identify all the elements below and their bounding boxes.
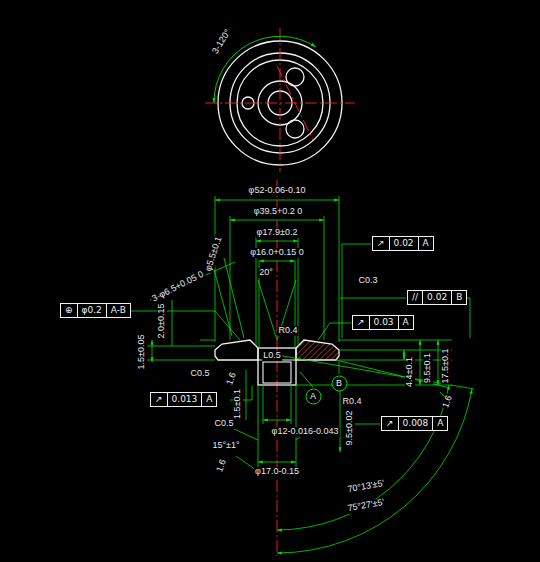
frame-cell: ↗ bbox=[151, 393, 167, 406]
dimension-text: R0.4 bbox=[341, 397, 362, 407]
dimension-text: 3-120° bbox=[210, 27, 234, 57]
frame-cell: 0.03 bbox=[369, 316, 398, 329]
frame-cell: ⊕ bbox=[61, 304, 77, 317]
frame-cell: 0.008 bbox=[398, 417, 433, 430]
frame-cell: 0.02 bbox=[389, 237, 418, 250]
center-lines bbox=[205, 28, 355, 556]
tolerance-frame: ↗0.03A bbox=[352, 315, 414, 330]
datum-letter: B bbox=[336, 379, 342, 388]
dimension-text: 3-φ6.5+0.05 0 bbox=[150, 269, 207, 304]
dimension-text: φ12-0.016-0.043 bbox=[271, 427, 340, 437]
dimension-text: φ17.0-0.15 bbox=[254, 467, 300, 477]
tolerance-frame: ↗0.008A bbox=[381, 416, 448, 431]
frame-cell: ↗ bbox=[373, 237, 389, 250]
datum-letter: A bbox=[310, 392, 316, 401]
dimension-text: 2.0±0.15 bbox=[157, 303, 167, 340]
dimension-text: C0.5 bbox=[189, 369, 210, 379]
frame-cell: A bbox=[432, 417, 447, 430]
dimension-text: φ52-0.06-0.10 bbox=[248, 186, 307, 196]
dimension-text: C0.3 bbox=[357, 276, 378, 286]
dimension-text: 1.6 bbox=[215, 457, 229, 474]
tolerance-frame: ↗0.013A bbox=[150, 392, 217, 407]
dimension-text: 1.6 bbox=[441, 393, 455, 410]
frame-cell: B bbox=[451, 291, 466, 304]
dimension-text: 17.5±0.1 bbox=[441, 348, 451, 385]
frame-cell: φ0.2 bbox=[77, 304, 106, 317]
frame-cell: ↗ bbox=[382, 417, 398, 430]
datum-circle: B bbox=[331, 375, 348, 392]
dimension-text: 75°27'±5' bbox=[346, 498, 386, 515]
frame-cell: // bbox=[408, 291, 422, 304]
frame-cell: A-B bbox=[106, 304, 130, 317]
dimension-text: 15°±1° bbox=[211, 441, 240, 451]
dimension-text: 1.6 bbox=[225, 370, 239, 387]
dimension-text: 70°13'±5' bbox=[346, 479, 386, 496]
dimension-text: 20° bbox=[258, 268, 274, 278]
frame-cell: A bbox=[201, 393, 216, 406]
dimension-text: R0.4 bbox=[277, 326, 298, 336]
dimension-text: C0.5 bbox=[213, 419, 234, 429]
dimension-text: φ16.0+0.15 0 bbox=[249, 248, 305, 258]
dimension-text: 1.5±0.05 bbox=[137, 334, 147, 371]
frame-cell: 0.013 bbox=[167, 393, 202, 406]
frame-cell: A bbox=[418, 237, 433, 250]
frame-cell: 0.02 bbox=[422, 291, 451, 304]
tolerance-frame: ↗0.02A bbox=[372, 236, 434, 251]
dimension-lines bbox=[128, 196, 474, 553]
frame-cell: A bbox=[398, 316, 413, 329]
dimension-text: 9.5±0.02 bbox=[345, 410, 355, 447]
dimension-text: φ17.9±0.2 bbox=[256, 228, 299, 238]
frame-cell: ↗ bbox=[353, 316, 369, 329]
datum-circle: A bbox=[305, 388, 322, 405]
dimension-text: 9.5±0.1 bbox=[423, 352, 433, 384]
tolerance-frame: //0.02B bbox=[407, 290, 467, 305]
dimension-text: 1.5±0.1 bbox=[233, 388, 243, 420]
dimension-text: L0.5 bbox=[262, 351, 282, 361]
angle-dimension bbox=[214, 36, 316, 103]
dimension-text: φ39.5+0.2 0 bbox=[253, 207, 304, 217]
tolerance-frame: ⊕φ0.2A-B bbox=[60, 303, 131, 318]
dimension-text: 4.4±0.1 bbox=[405, 356, 415, 388]
